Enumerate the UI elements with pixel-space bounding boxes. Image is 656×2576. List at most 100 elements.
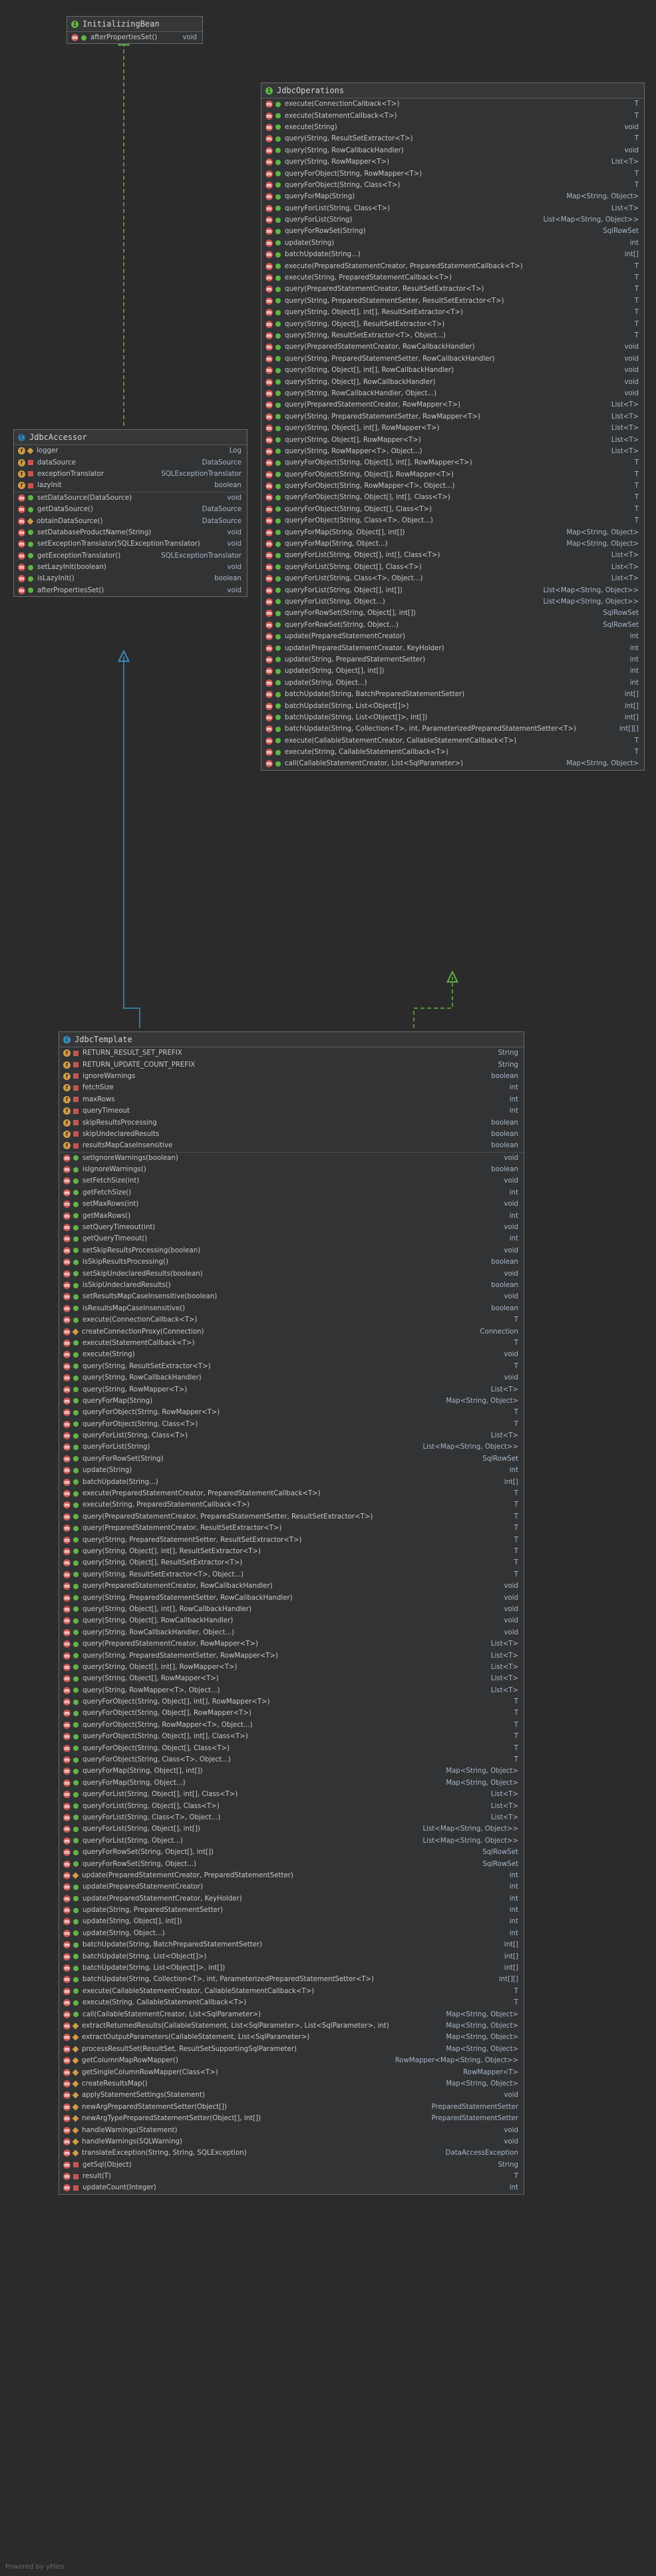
method-row[interactable]: mquery(String, ResultSetExtractor<T>, Ob…: [261, 330, 644, 341]
method-row[interactable]: mquery(String, PreparedStatementSetter, …: [59, 1592, 524, 1603]
field-row[interactable]: fskipUndeclaredResultsboolean: [59, 1129, 524, 1140]
method-row[interactable]: mexecute(String, CallableStatementCallba…: [59, 1997, 524, 2008]
method-row[interactable]: misSkipUndeclaredResults()boolean: [59, 1280, 524, 1291]
method-row[interactable]: mgetDataSource()DataSource: [14, 504, 247, 515]
method-row[interactable]: msetLazyInit(boolean)void: [14, 562, 247, 573]
method-row[interactable]: mquery(String, RowCallbackHandler, Objec…: [261, 388, 644, 399]
method-row[interactable]: mqueryForObject(String, RowMapper<T>, Ob…: [59, 1720, 524, 1731]
method-row[interactable]: mqueryForObject(String, Object[], int[],…: [261, 457, 644, 468]
method-row[interactable]: msetExceptionTranslator(SQLExceptionTran…: [14, 538, 247, 550]
method-row[interactable]: mqueryForList(String)List<Map<String, Ob…: [59, 1441, 524, 1453]
method-row[interactable]: mqueryForList(String, Object...)List<Map…: [59, 1835, 524, 1847]
method-row[interactable]: mupdate(PreparedStatementCreator)int: [59, 1881, 524, 1893]
method-row[interactable]: mupdate(String, Object[], int[])int: [261, 665, 644, 677]
method-row[interactable]: mquery(String, RowCallbackHandler, Objec…: [59, 1627, 524, 1638]
field-row[interactable]: fRETURN_RESULT_SET_PREFIXString: [59, 1047, 524, 1059]
method-row[interactable]: mquery(String, RowMapper<T>)List<T>: [59, 1383, 524, 1395]
method-row[interactable]: mqueryForObject(String, Object[], int[],…: [59, 1696, 524, 1708]
method-row[interactable]: mquery(String, Object[], int[], RowCallb…: [261, 365, 644, 376]
method-row[interactable]: mquery(PreparedStatementCreator, RowMapp…: [59, 1638, 524, 1650]
field-row[interactable]: fresultsMapCaseInsensitiveboolean: [59, 1140, 524, 1151]
method-row[interactable]: msetFetchSize(int)void: [59, 1175, 524, 1187]
method-row[interactable]: mtranslateException(String, String, SQLE…: [59, 2147, 524, 2159]
method-row[interactable]: mquery(PreparedStatementCreator, ResultS…: [59, 1523, 524, 1534]
method-row[interactable]: mquery(PreparedStatementCreator, Prepare…: [59, 1511, 524, 1523]
method-row[interactable]: mqueryForRowSet(String)SqlRowSet: [261, 226, 644, 237]
method-row[interactable]: msetSkipUndeclaredResults(boolean)void: [59, 1268, 524, 1279]
method-row[interactable]: msetDataSource(DataSource)void: [14, 492, 247, 504]
method-row[interactable]: mupdate(String, Object...)int: [261, 677, 644, 689]
method-row[interactable]: mquery(String, ResultSetExtractor<T>)T: [261, 133, 644, 144]
method-row[interactable]: mqueryForObject(String, Class<T>, Object…: [59, 1754, 524, 1765]
method-row[interactable]: mqueryForList(String, Object[], int[], C…: [59, 1789, 524, 1800]
method-row[interactable]: mquery(String, RowMapper<T>)List<T>: [261, 156, 644, 168]
method-row[interactable]: mqueryForList(String, Object[], int[])Li…: [59, 1823, 524, 1835]
method-row[interactable]: mquery(PreparedStatementCreator, ResultS…: [261, 283, 644, 295]
method-row[interactable]: mqueryForObject(String, Class<T>, Object…: [261, 515, 644, 526]
method-row[interactable]: mupdate(String, PreparedStatementSetter)…: [261, 654, 644, 665]
method-row[interactable]: mcall(CallableStatementCreator, List<Sql…: [261, 758, 644, 769]
field-row[interactable]: fdataSourceDataSource: [14, 457, 247, 468]
method-row[interactable]: mqueryForRowSet(String, Object...)SqlRow…: [59, 1858, 524, 1869]
field-row[interactable]: floggerLog: [14, 445, 247, 457]
method-row[interactable]: mgetSql(Object)String: [59, 2159, 524, 2171]
method-row[interactable]: mquery(String, RowMapper<T>, Object...)L…: [59, 1684, 524, 1696]
method-row[interactable]: mquery(String, Object[], RowCallbackHand…: [59, 1615, 524, 1626]
method-row[interactable]: msetIgnoreWarnings(boolean)void: [59, 1153, 524, 1164]
method-row[interactable]: mgetSingleColumnRowMapper(Class<T>)RowMa…: [59, 2066, 524, 2078]
method-row[interactable]: mhandleWarnings(SQLWarning)void: [59, 2136, 524, 2147]
method-row[interactable]: mobtainDataSource()DataSource: [14, 515, 247, 526]
method-row[interactable]: mnewArgPreparedStatementSetter(Object[])…: [59, 2102, 524, 2113]
method-row[interactable]: mqueryForObject(String, RowMapper<T>)T: [261, 168, 644, 179]
method-row[interactable]: mqueryForMap(String, Object...)Map<Strin…: [261, 538, 644, 550]
method-row[interactable]: mqueryForMap(String, Object...)Map<Strin…: [59, 1777, 524, 1789]
method-row[interactable]: mexecute(StatementCallback<T>)T: [59, 1338, 524, 1349]
method-row[interactable]: msetSkipResultsProcessing(boolean)void: [59, 1245, 524, 1256]
method-row[interactable]: msetDatabaseProductName(String)void: [14, 527, 247, 538]
method-row[interactable]: mquery(String, Object[], ResultSetExtrac…: [59, 1557, 524, 1568]
method-row[interactable]: mquery(String, Object[], RowMapper<T>)Li…: [261, 434, 644, 445]
method-row[interactable]: mexecute(String, PreparedStatementCallba…: [59, 1499, 524, 1511]
method-row[interactable]: mcreateResultsMap()Map<String, Object>: [59, 2078, 524, 2090]
method-row[interactable]: mbatchUpdate(String, List<Object[]>)int[…: [59, 1950, 524, 1962]
method-row[interactable]: mqueryForList(String, Object[], int[], C…: [261, 550, 644, 561]
method-row[interactable]: mexecute(PreparedStatementCreator, Prepa…: [261, 260, 644, 272]
method-row[interactable]: mexecute(String)void: [261, 122, 644, 133]
method-row[interactable]: mbatchUpdate(String, BatchPreparedStatem…: [59, 1939, 524, 1950]
method-row[interactable]: mextractOutputParameters(CallableStateme…: [59, 2032, 524, 2043]
method-row[interactable]: mbatchUpdate(String...)int[]: [59, 1476, 524, 1487]
method-row[interactable]: mqueryForList(String)List<Map<String, Ob…: [261, 214, 644, 226]
method-row[interactable]: mqueryForObject(String, Object[], RowMap…: [59, 1708, 524, 1719]
method-row[interactable]: mquery(String, PreparedStatementSetter, …: [261, 295, 644, 307]
method-row[interactable]: mgetMaxRows()int: [59, 1210, 524, 1221]
method-row[interactable]: mqueryForObject(String, RowMapper<T>, Ob…: [261, 480, 644, 492]
field-row[interactable]: fignoreWarningsboolean: [59, 1071, 524, 1082]
method-row[interactable]: mexecute(CallableStatementCreator, Calla…: [261, 735, 644, 746]
method-row[interactable]: mprocessResultSet(ResultSet, ResultSetSu…: [59, 2044, 524, 2055]
jdbcaccessor-node[interactable]: C JdbcAccessor floggerLogfdataSourceData…: [13, 429, 247, 598]
method-row[interactable]: mqueryForObject(String, Object[], int[],…: [59, 1731, 524, 1742]
method-row[interactable]: mupdate(String, Object[], int[])int: [59, 1916, 524, 1927]
jdbctemplate-node[interactable]: C JdbcTemplate fRETURN_RESULT_SET_PREFIX…: [59, 1031, 524, 2195]
method-row[interactable]: mquery(String, Object[], int[], RowMappe…: [261, 423, 644, 434]
initializingbean-node[interactable]: I InitializingBean mafterPropertiesSet()…: [67, 16, 203, 45]
method-row[interactable]: mbatchUpdate(String, List<Object[]>, int…: [59, 1962, 524, 1974]
method-row[interactable]: mupdate(String)int: [59, 1465, 524, 1476]
method-row[interactable]: mqueryForObject(String, Object[], RowMap…: [261, 469, 644, 480]
method-row[interactable]: mexecute(CallableStatementCreator, Calla…: [59, 1986, 524, 1997]
method-row[interactable]: mgetExceptionTranslator()SQLExceptionTra…: [14, 550, 247, 562]
method-row[interactable]: mafterPropertiesSet()void: [67, 32, 202, 43]
method-row[interactable]: mquery(PreparedStatementCreator, RowCall…: [59, 1580, 524, 1592]
method-row[interactable]: mexecute(String, CallableStatementCallba…: [261, 747, 644, 758]
method-row[interactable]: mupdate(String, PreparedStatementSetter)…: [59, 1905, 524, 1916]
method-row[interactable]: mupdate(PreparedStatementCreator, KeyHol…: [59, 1893, 524, 1905]
method-row[interactable]: mexecute(ConnectionCallback<T>)T: [59, 1314, 524, 1326]
method-row[interactable]: mqueryForObject(String, Class<T>)T: [59, 1419, 524, 1430]
method-row[interactable]: mupdate(PreparedStatementCreator)int: [261, 631, 644, 642]
method-row[interactable]: mcall(CallableStatementCreator, List<Sql…: [59, 2008, 524, 2020]
method-row[interactable]: misResultsMapCaseInsensitive()boolean: [59, 1303, 524, 1314]
method-row[interactable]: mquery(PreparedStatementCreator, RowMapp…: [261, 399, 644, 411]
jdbcoperations-node[interactable]: I JdbcOperations mexecute(ConnectionCall…: [261, 83, 645, 771]
method-row[interactable]: mgetFetchSize()int: [59, 1187, 524, 1198]
method-row[interactable]: mquery(String, Object[], RowCallbackHand…: [261, 376, 644, 387]
